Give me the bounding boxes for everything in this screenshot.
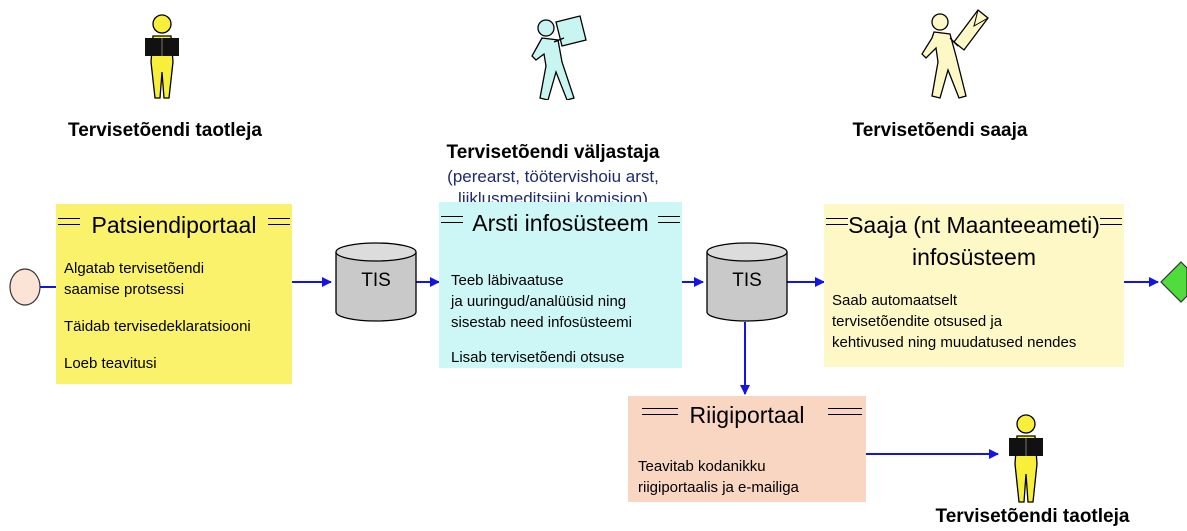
doctor-system-title: Arsti infosüsteem xyxy=(472,210,649,236)
doctor-system-box: Arsti infosüsteem Teeb läbivaatuse ja uu… xyxy=(439,202,682,368)
receiver-system-box: Saaja (nt Maanteeameti) infosüsteem Saab… xyxy=(824,204,1124,367)
doctor-system-line: Teeb läbivaatuse xyxy=(451,272,564,289)
person-reading-icon xyxy=(1009,414,1043,503)
title-rule-right xyxy=(828,408,862,415)
receiver-system-title-1: Saaja (nt Maanteeameti) xyxy=(848,212,1100,238)
person-reading-icon xyxy=(145,14,179,99)
patient-portal-line: Täidab tervisedeklaratsiooni xyxy=(64,318,251,335)
patient-portal-lines: Algatab tervisetõendi saamise protsessi … xyxy=(64,258,251,374)
receiver-system-line: kehtivused ning muudatused nendes xyxy=(832,334,1077,351)
tis-database-icon xyxy=(335,242,417,322)
title-rule-left xyxy=(441,216,463,223)
person-walking-with-letter-icon xyxy=(921,9,989,99)
patient-portal-line xyxy=(64,337,251,353)
patient-portal-title: Patsiendiportaal xyxy=(91,212,257,238)
tis-label-1: TIS xyxy=(361,270,391,291)
patient-portal-line: Algatab tervisetõendi xyxy=(64,260,205,277)
start-event xyxy=(9,268,41,306)
actor-label-issuer: Tervisetõendi väljastaja xyxy=(446,142,660,163)
patient-portal-line: Loeb teavitusi xyxy=(64,355,157,372)
receiver-system-title-2: infosüsteem xyxy=(911,244,1036,270)
doctor-system-line xyxy=(451,333,632,347)
state-portal-lines: Teavitab kodanikku riigiportaalis ja e-m… xyxy=(638,456,799,498)
patient-portal-box: Patsiendiportaal Algatab tervisetõendi s… xyxy=(56,204,292,384)
patient-portal-line: saamise protsessi xyxy=(64,281,185,298)
person-walking-carrying-box-icon xyxy=(531,15,587,100)
tis-label-2: TIS xyxy=(732,270,762,291)
title-rule-left xyxy=(58,218,80,225)
title-rule-right xyxy=(658,216,680,223)
end-gateway xyxy=(1160,261,1187,303)
title-rule-right xyxy=(268,218,290,225)
doctor-system-lines: Teeb läbivaatuse ja uuringud/analüüsid n… xyxy=(451,270,632,368)
state-portal-line: Teavitab kodanikku xyxy=(638,458,766,475)
receiver-system-line: tervisetõendite otsused ja xyxy=(832,313,1003,330)
state-portal-line: riigiportaalis ja e-mailiga xyxy=(638,479,799,496)
actor-sub-issuer-1: (perearst, töötervishoiu arst, xyxy=(447,167,659,186)
title-rule-left xyxy=(642,408,678,415)
actor-label-applicant-top: Tervisetõendi taotleja xyxy=(68,120,262,141)
receiver-system-line: Saab automaatselt xyxy=(832,292,958,309)
doctor-system-line: ja uuringud/analüüsid ning xyxy=(451,293,627,310)
receiver-system-lines: Saab automaatselt tervisetõendite otsuse… xyxy=(832,290,1076,353)
state-portal-title: Riigiportaal xyxy=(689,402,805,428)
tis-database-icon xyxy=(706,242,788,322)
state-portal-box: Riigiportaal Teavitab kodanikku riigipor… xyxy=(628,396,866,502)
patient-portal-line xyxy=(64,300,251,316)
doctor-system-line: sisestab need infosüsteemi xyxy=(451,314,632,331)
doctor-system-line: Lisab tervisetõendi otsuse xyxy=(451,349,625,366)
actor-label-applicant-bottom: Tervisetõendi taotleja xyxy=(935,506,1130,527)
title-rule-left xyxy=(826,218,848,225)
title-rule-right xyxy=(1100,218,1122,225)
actor-label-receiver: Tervisetõendi saaja xyxy=(852,120,1028,141)
